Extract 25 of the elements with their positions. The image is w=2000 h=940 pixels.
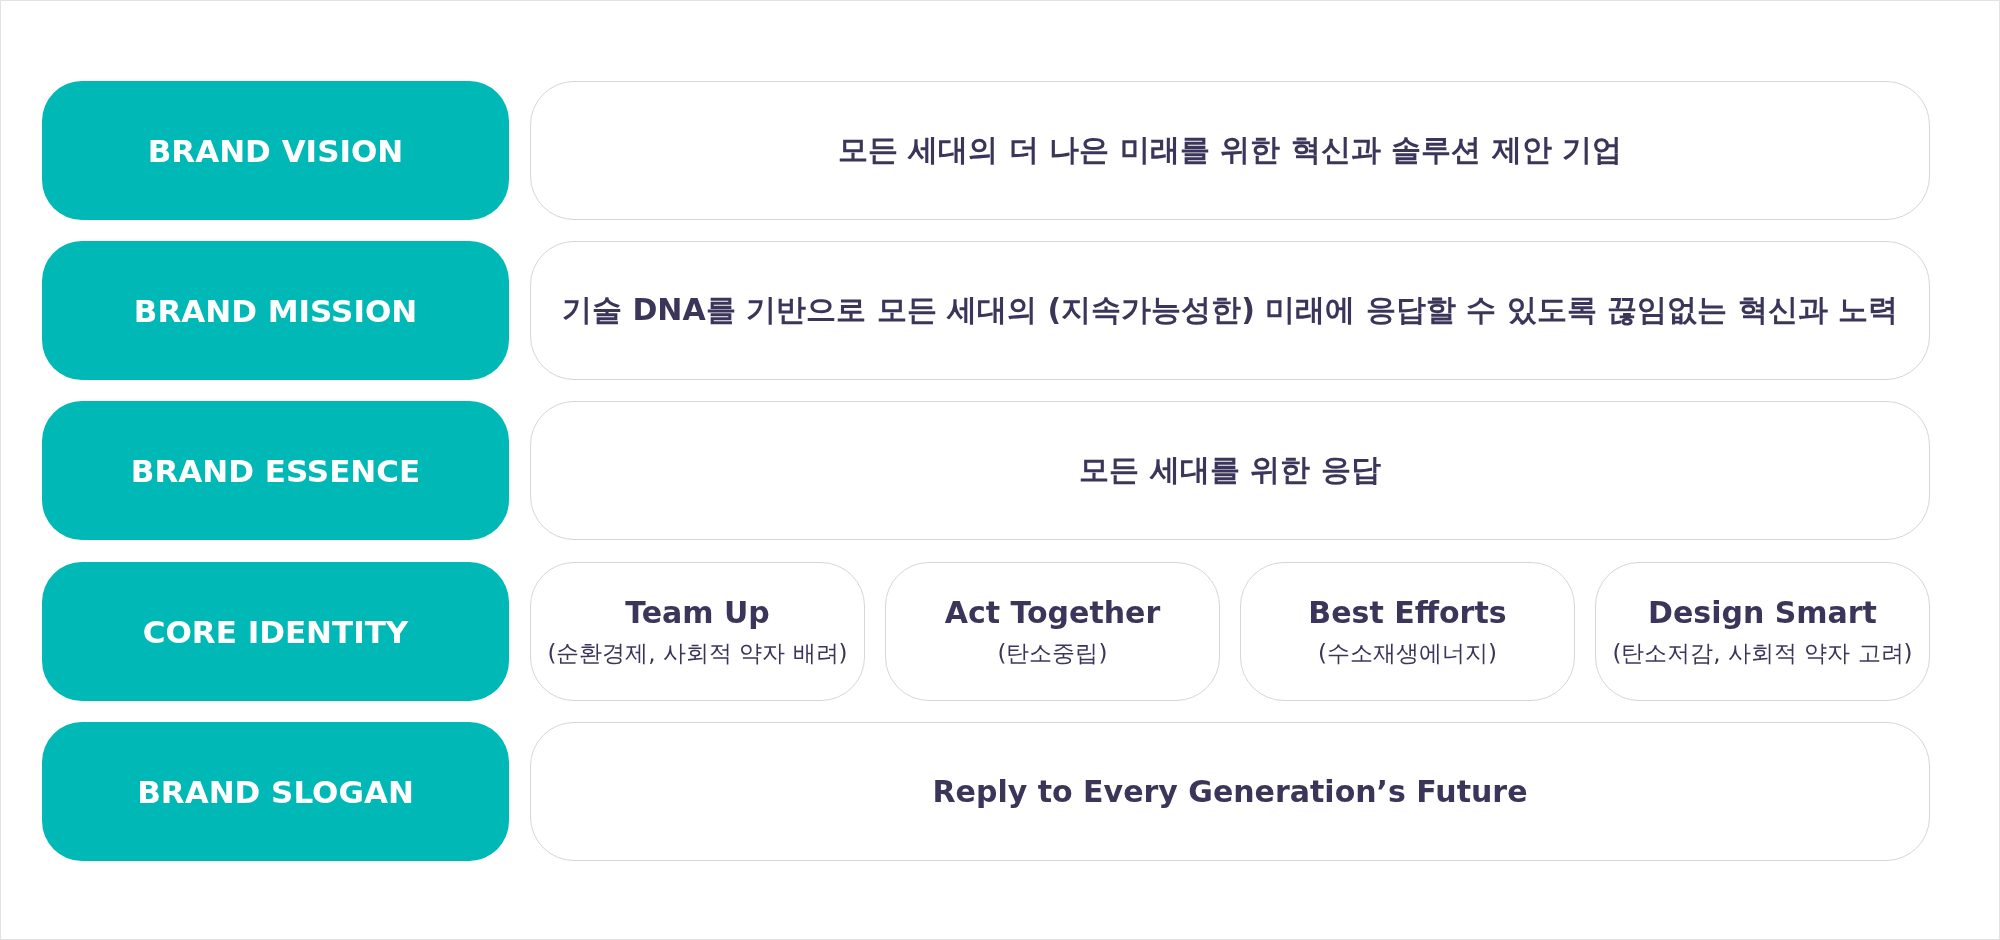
identity-card [885, 562, 1220, 701]
identity-title: Team Up [625, 594, 770, 630]
identity-card [1240, 562, 1575, 701]
statement-box [530, 81, 1930, 220]
identity-title: Best Efforts [1308, 594, 1507, 630]
identity-card [530, 562, 865, 701]
statement-box [530, 722, 1930, 861]
row-heading-label: BRAND MISSION [42, 241, 509, 380]
row-heading-label: BRAND SLOGAN [42, 722, 509, 861]
identity-title: Act Together [944, 594, 1161, 630]
identity-title: Design Smart [1648, 594, 1877, 630]
statement-box [530, 241, 1930, 380]
identity-description: (수소재생에너지) [1318, 638, 1497, 668]
statement-text: Reply to Every Generation’s Future [932, 774, 1528, 809]
row-heading-label: BRAND VISION [42, 81, 509, 220]
statement-box [530, 401, 1930, 540]
statement-text: 모든 세대의 더 나은 미래를 위한 혁신과 솔루션 제안 기업 [838, 131, 1622, 169]
row-heading-label: BRAND ESSENCE [42, 401, 509, 540]
statement-text: 기술 DNA를 기반으로 모든 세대의 (지속가능성한) 미래에 응답할 수 있도록 끊임없는 혁신과 노력 [562, 291, 1898, 329]
identity-card [1595, 562, 1930, 701]
identity-description: (탄소저감, 사회적 약자 고려) [1612, 638, 1913, 668]
row-heading-label: CORE IDENTITY [42, 562, 509, 701]
identity-description: (탄소중립) [997, 638, 1108, 668]
statement-text: 모든 세대를 위한 응답 [1079, 451, 1381, 489]
identity-description: (순환경제, 사회적 약자 배려) [547, 638, 848, 668]
